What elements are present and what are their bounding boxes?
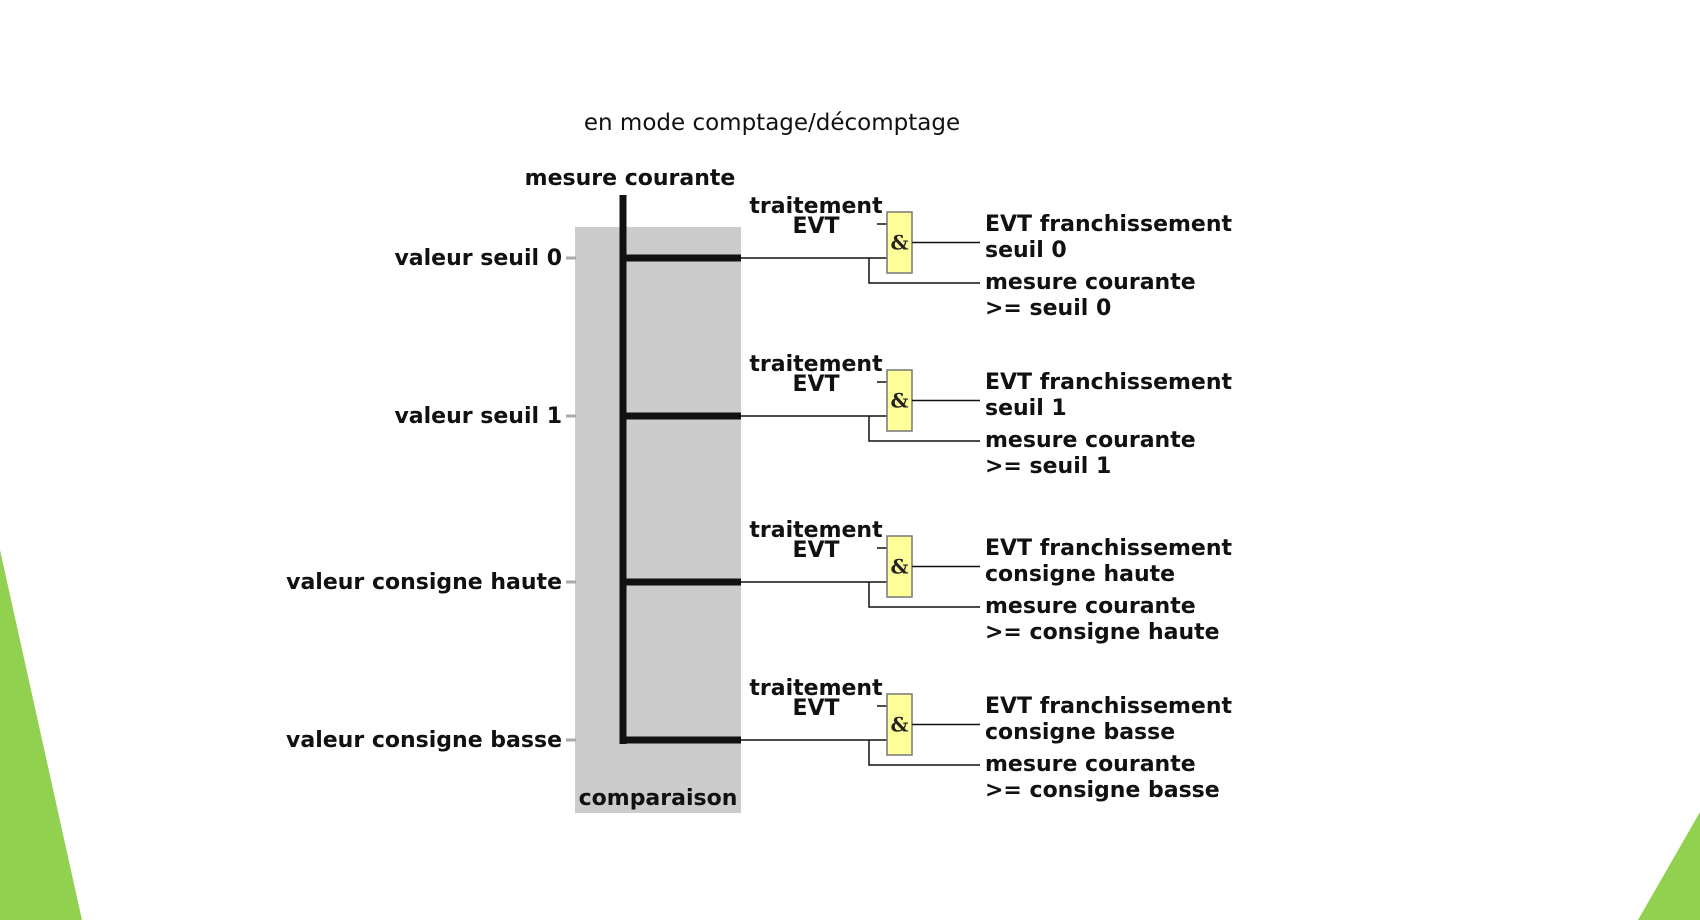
and-gate (886, 693, 913, 756)
enable-label-line1: traitement (749, 676, 883, 701)
event-output-line1: EVT franchissement (985, 212, 1233, 237)
compare-output-line2: >= seuil 1 (985, 454, 1111, 479)
compare-output-wire (868, 258, 980, 284)
compare-output-wire (868, 582, 980, 608)
right-green-accent (1638, 812, 1700, 920)
event-output-line1: EVT franchissement (985, 370, 1233, 395)
and-gate-symbol: & (890, 231, 908, 255)
input-label: valeur seuil 1 (394, 404, 562, 429)
event-output-line2: seuil 1 (985, 396, 1067, 421)
compare-output-line1: mesure courante (985, 270, 1196, 295)
left-green-accent (0, 550, 82, 920)
enable-label-line2: EVT (792, 214, 839, 239)
comparator-label: comparaison (579, 786, 738, 811)
compare-output-line2: >= consigne haute (985, 620, 1220, 645)
compare-output-wire (868, 416, 980, 442)
event-output-line1: EVT franchissement (985, 536, 1233, 561)
enable-label-line2: EVT (792, 372, 839, 397)
comparator-block (575, 227, 741, 813)
and-gate (886, 369, 913, 432)
input-label: valeur consigne haute (286, 570, 562, 595)
and-gate-symbol: & (890, 713, 908, 737)
input-label: valeur consigne basse (286, 728, 562, 753)
event-output-line1: EVT franchissement (985, 694, 1233, 719)
compare-output-line2: >= seuil 0 (985, 296, 1111, 321)
enable-label-line1: traitement (749, 194, 883, 219)
input-label: valeur seuil 0 (394, 246, 562, 271)
event-output-line2: consigne haute (985, 562, 1175, 587)
and-gate-symbol: & (890, 555, 908, 579)
event-output-line2: consigne basse (985, 720, 1175, 745)
compare-output-wire (868, 740, 980, 766)
bus-label: mesure courante (525, 166, 736, 191)
event-output-line2: seuil 0 (985, 238, 1067, 263)
enable-label-line2: EVT (792, 538, 839, 563)
and-gate (886, 535, 913, 598)
compare-output-line2: >= consigne basse (985, 778, 1220, 803)
enable-label-line2: EVT (792, 696, 839, 721)
compare-output-line1: mesure courante (985, 594, 1196, 619)
compare-output-line1: mesure courante (985, 428, 1196, 453)
and-gate-symbol: & (890, 389, 908, 413)
enable-label-line1: traitement (749, 518, 883, 543)
enable-label-line1: traitement (749, 352, 883, 377)
diagram-title: en mode comptage/décomptage (584, 110, 960, 136)
compare-output-line1: mesure courante (985, 752, 1196, 777)
